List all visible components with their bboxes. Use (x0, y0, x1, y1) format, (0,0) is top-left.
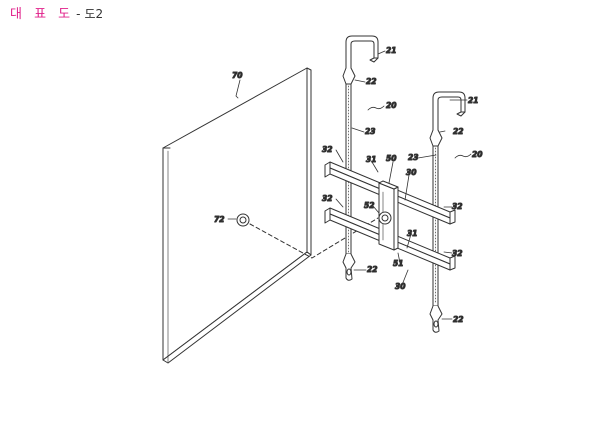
label-rail-hook-left: 21 (386, 46, 396, 55)
label-panel: 70 (232, 71, 242, 80)
label-rail-hook-right: 21 (468, 96, 478, 105)
label-plate-bolt: 52 (364, 201, 374, 210)
label-notch-right-bottom: 22 (453, 315, 463, 324)
panel (163, 68, 311, 363)
label-plate: 50 (386, 154, 396, 163)
label-bracket-top: 30 (406, 168, 416, 177)
plate-bolt (379, 212, 391, 224)
label-bar-left: 23 (365, 127, 375, 136)
label-crossbar-top: 31 (366, 155, 376, 164)
label-panel-bolt: 72 (214, 215, 224, 224)
label-notch-right-top: 22 (453, 127, 463, 136)
label-rail-right: 20 (472, 150, 482, 159)
label-notch-left-bottom: 22 (367, 265, 377, 274)
label-arm-right-bottom: 32 (452, 249, 462, 258)
label-notch-left-top: 22 (366, 77, 376, 86)
label-crossbar-bottom: 31 (407, 229, 417, 238)
label-rail-left: 20 (386, 101, 396, 110)
label-bar-right: 23 (408, 153, 418, 162)
label-bracket-bottom: 30 (395, 282, 405, 291)
label-arm-left-top: 32 (322, 145, 332, 154)
label-plate-lower: 51 (393, 259, 403, 268)
label-arm-left-bottom: 32 (322, 194, 332, 203)
label-arm-right-top: 32 (452, 202, 462, 211)
panel-bolt (237, 214, 249, 226)
